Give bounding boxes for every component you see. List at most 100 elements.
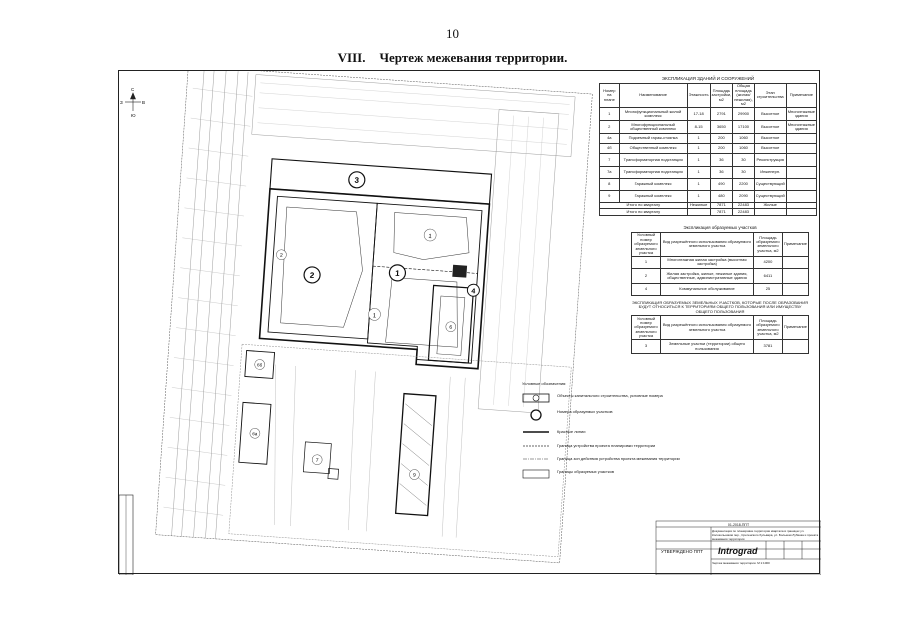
cell	[785, 132, 818, 144]
cell: 9	[599, 189, 620, 203]
cell: 200	[709, 142, 734, 154]
cell: 200	[709, 132, 734, 144]
drawing-sheet: С Ю З В	[118, 70, 821, 575]
section-title-text: Чертеж межевания территории.	[379, 50, 568, 65]
stamp-subtitle: Чертеж межевания территории. М 1:1000	[712, 561, 770, 565]
cell: 17-18	[686, 106, 711, 121]
cell	[785, 142, 818, 154]
cell: 6411	[753, 267, 783, 284]
map-label: 1	[395, 269, 401, 278]
common-parcels-caption: ЭКСПЛИКАЦИЯ ОБРАЗУЕМЫХ ЗЕМЕЛЬНЫХ УЧАСТКО…	[631, 300, 809, 314]
cell	[781, 267, 810, 284]
cell: 29900	[732, 106, 755, 121]
cell: Трансформаторная подстанция	[618, 152, 688, 167]
cell	[785, 177, 818, 191]
map-label: 7	[316, 458, 319, 464]
legend-building-icon	[522, 393, 550, 403]
col-header: Примечание	[781, 315, 810, 341]
survey-map: 3 1 2 4 1 1 2 6 6б 6а 7	[155, 71, 593, 564]
cell: Многоэтажные здания	[785, 106, 818, 121]
cell: Земельные участки (территории) общего по…	[660, 339, 754, 355]
cell: 2090	[732, 189, 755, 203]
cell: 1	[686, 152, 711, 167]
cell: 480	[709, 189, 734, 203]
cell: 4200	[753, 255, 783, 269]
stamp-top: 01-2018-ППТ	[727, 523, 750, 527]
cell: 2791	[709, 106, 734, 121]
cell	[781, 282, 810, 296]
cell: 1	[599, 106, 620, 121]
cell: 4	[631, 282, 661, 296]
compass-icon	[125, 92, 141, 111]
cell	[785, 189, 818, 203]
map-label: 6а	[252, 431, 258, 436]
cell: 1	[686, 132, 711, 144]
cell: 7	[599, 152, 620, 167]
cell: Итого по кварталу	[599, 208, 688, 216]
site-plan-drawing: С Ю З В	[119, 71, 821, 575]
map-label: 6	[449, 325, 452, 331]
cell: 30	[732, 152, 755, 167]
compass-n: С	[131, 87, 135, 92]
cell: 1	[631, 255, 661, 269]
legend-item: Границы образуемых участков	[557, 469, 615, 474]
map-label: 2	[280, 253, 283, 259]
col-header: Примечание	[781, 231, 810, 257]
map-label: 1	[372, 313, 376, 319]
cell	[785, 165, 818, 179]
col-header: Условный номер образуемого земельного уч…	[631, 315, 661, 341]
cell: Высотное	[753, 142, 787, 154]
cell: 2200	[732, 177, 755, 191]
legend-item: Граница зон действия устройства проекта …	[557, 456, 680, 461]
col-header: Площадь образуемого земельного участка, …	[753, 315, 783, 341]
col-header: Площадь застройки, м2	[709, 82, 734, 108]
cell: Подземный гараж-стоянка	[618, 132, 688, 144]
cell: 490	[709, 177, 734, 191]
cell	[781, 255, 810, 269]
cell: 22483	[732, 208, 755, 216]
map-label: 3	[354, 176, 360, 185]
map-label: 6б	[257, 362, 263, 367]
cell: 30	[732, 165, 755, 179]
col-header: Вид разрешённого использования образуемо…	[660, 231, 754, 257]
cell: 1	[686, 165, 711, 179]
cell: 7а	[599, 165, 620, 179]
col-header: Вид разрешённого использования образуемо…	[660, 315, 754, 341]
col-header: Этап строительства	[753, 82, 787, 108]
col-header: Номер на плане	[599, 82, 620, 108]
cell: 2	[599, 119, 620, 134]
compass-e: В	[142, 100, 145, 105]
cell: Многофункциональный общественный комплек…	[618, 119, 688, 134]
cell: 3781	[753, 339, 783, 355]
cell: 8-15	[686, 119, 711, 134]
cell: Существующий	[753, 177, 787, 191]
col-header: Этажность	[686, 82, 711, 108]
legend-item: Номера образуемых участков	[557, 409, 613, 414]
compass-w: З	[120, 100, 123, 105]
col-header: Площадь образуемого земельного участка, …	[753, 231, 783, 257]
cell	[785, 152, 818, 167]
cell: Реконструкция	[753, 152, 787, 167]
cell: 1	[686, 177, 711, 191]
cell: 3	[631, 339, 661, 355]
col-header: Наименование	[618, 82, 688, 108]
legend-title: Условные обозначения:	[522, 381, 567, 386]
cell: Трансформаторная подстанция	[618, 165, 688, 179]
cell: 4а	[599, 132, 620, 144]
page-number: 10	[446, 26, 459, 41]
cell: 1060	[732, 132, 755, 144]
parcels-caption: Экспликация образуемых участков	[683, 225, 757, 230]
cell: Многоэтажные здания	[785, 119, 818, 134]
compass-s: Ю	[131, 113, 136, 118]
legend-parcel-boundary-icon	[522, 469, 550, 479]
cell: 36	[709, 152, 734, 167]
